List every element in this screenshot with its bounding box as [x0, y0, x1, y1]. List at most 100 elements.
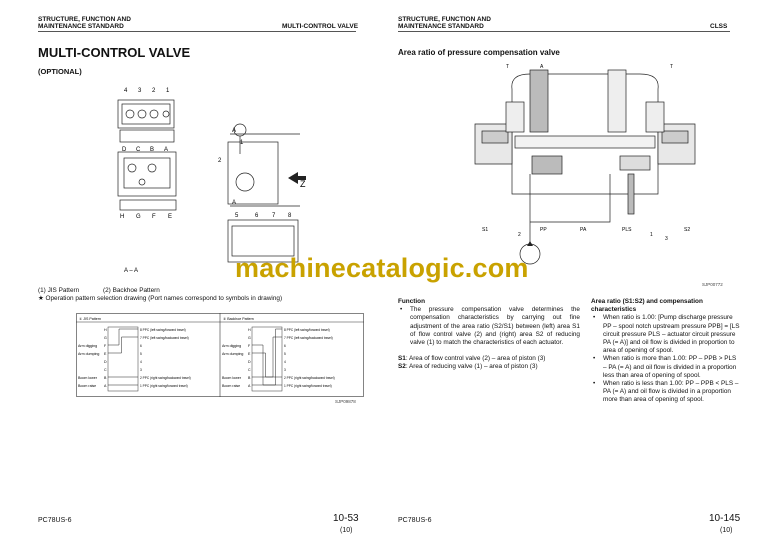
port-letter: D: [104, 360, 107, 364]
area-ratio-section: Area ratio (S1:S2) and compensation char…: [591, 298, 741, 405]
s2-text: : Area of reducing valve (1) – area of p…: [405, 363, 538, 371]
header-line: MAINTENANCE STANDARD: [398, 23, 484, 30]
function-label: Arm dumping: [222, 352, 243, 356]
label: E: [168, 214, 172, 220]
function-label: Boom lower: [222, 376, 242, 380]
label: Z: [300, 179, 306, 189]
ratio-text: PP – PPB > PLS – PA (= A) and oil flow i…: [603, 355, 737, 379]
port-letter: F: [248, 344, 251, 348]
label: PP: [540, 227, 547, 233]
connection-line: [252, 344, 282, 386]
function-label: Boom raise: [222, 384, 240, 388]
function-heading: Function: [398, 298, 425, 305]
drawing-code: SJP00772: [702, 282, 723, 287]
header-divider: [38, 31, 356, 32]
connection-line: [252, 336, 282, 378]
label: G: [136, 214, 141, 220]
port-letter: H: [104, 328, 107, 332]
label: 1: [166, 88, 170, 94]
port-block: [251, 326, 283, 392]
label: 4: [124, 88, 128, 94]
footer-model: PC78US-6: [398, 517, 432, 524]
label: A: [540, 64, 544, 70]
section-title: Area ratio of pressure compensation valv…: [398, 48, 560, 57]
port-letter: E: [248, 352, 251, 356]
label: A: [232, 128, 236, 134]
label: D: [122, 147, 127, 153]
port-letter: G: [104, 336, 107, 340]
port-number: 4: [140, 360, 142, 364]
s1-text: : Area of flow control valve (2) – area …: [405, 355, 546, 363]
port-letter: A: [248, 384, 251, 388]
connection-line: [108, 328, 138, 346]
header-line: MAINTENANCE STANDARD: [38, 23, 124, 30]
label: 8: [288, 213, 292, 219]
star-icon: ★: [38, 295, 44, 302]
port-letter: C: [104, 368, 107, 372]
multi-control-valve-drawing: 4 3 2 1 D C B A H G F E A A Z 2 1 5 6 7 …: [117, 88, 306, 274]
label: 5: [235, 213, 239, 219]
caption: (1) JIS Pattern: [38, 287, 80, 294]
label: B: [150, 147, 154, 153]
page-number: 10-145: [709, 513, 741, 524]
port-number: 5: [140, 352, 142, 356]
function-bullet: The pressure compensation valve determin…: [398, 306, 580, 347]
port-number: 8 PPC (left swing/forward travel): [284, 328, 330, 332]
label: S1: [482, 227, 488, 233]
port-number: 2 PPC (right swing/backward travel): [284, 376, 335, 380]
label: H: [120, 214, 124, 220]
header-line: STRUCTURE, FUNCTION AND: [38, 16, 131, 23]
port-number: 1 PPC (right swing/forward travel): [284, 384, 332, 388]
connection-line: [108, 336, 138, 354]
port-letter: G: [248, 336, 251, 340]
label: 3: [138, 88, 142, 94]
ratio-text: [Pump discharge pressure PP – spool notc…: [603, 314, 740, 355]
page-title: MULTI-CONTROL VALVE: [38, 45, 191, 60]
port-letter: B: [248, 376, 251, 380]
function-label: Boom raise: [78, 384, 96, 388]
label: 3: [665, 236, 668, 242]
ratio-text: PP – PPB < PLS – PA (= A) and oil flow i…: [603, 380, 739, 404]
s2-label: S2: [398, 363, 406, 371]
port-number: 8 PPC (left swing/forward travel): [140, 328, 186, 332]
ratio-list: When ratio is 1.00: [Pump discharge pres…: [591, 314, 741, 404]
label: 1: [240, 140, 244, 146]
label: F: [152, 214, 156, 220]
page-sub: (10): [340, 527, 353, 534]
ratio-item: When ratio is 1.00: [Pump discharge pres…: [591, 314, 741, 355]
s1-label: S1: [398, 355, 406, 363]
connection-line: [252, 352, 282, 378]
ratio-lead: When ratio is more than 1.00:: [603, 355, 687, 363]
label: A: [164, 147, 168, 153]
function-label: Arm digging: [78, 344, 97, 348]
left-header-section: STRUCTURE, FUNCTION AND MAINTENANCE STAN…: [38, 16, 131, 30]
function-section: Function The pressure compensation valve…: [398, 298, 580, 372]
connection-line: [252, 328, 282, 386]
figure-captions: (1) JIS Pattern (2) Backhoe Pattern: [38, 287, 160, 295]
port-number: 2 PPC (right swing/backward travel): [140, 376, 191, 380]
ratio-item: When ratio is less than 1.00: PP – PPB <…: [591, 380, 741, 405]
pattern-title: ② Backhoe Pattern: [223, 317, 254, 321]
drawing-code: SJP09878: [335, 399, 356, 404]
page-sub: (10): [720, 527, 733, 534]
label: T: [506, 64, 509, 70]
port-number: 5: [284, 352, 286, 356]
label: S2: [684, 227, 690, 233]
label: C: [136, 147, 141, 153]
port-letter: E: [104, 352, 107, 356]
port-letter: C: [248, 368, 251, 372]
right-header-section: STRUCTURE, FUNCTION AND MAINTENANCE STAN…: [398, 16, 491, 30]
port-number: 3: [284, 368, 286, 372]
page-number: 10-53: [333, 513, 359, 524]
label: 7: [272, 213, 276, 219]
port-number: 7 PPC (left swing/backward travel): [284, 336, 333, 340]
port-number: 3: [140, 368, 142, 372]
label: PA: [580, 227, 587, 233]
header-line: STRUCTURE, FUNCTION AND: [398, 16, 491, 23]
function-label: Arm dumping: [78, 352, 99, 356]
port-letter: A: [104, 384, 107, 388]
port-number: 7 PPC (left swing/backward travel): [140, 336, 189, 340]
pressure-compensation-valve-drawing: T A T S1 2 PP PA PLS 1 3 S2: [474, 64, 696, 265]
label: 2: [152, 88, 156, 94]
